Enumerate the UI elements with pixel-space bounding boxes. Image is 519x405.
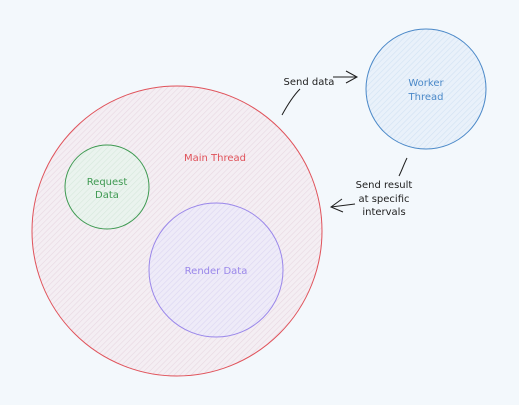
- send-result-label-line-1: Send result: [356, 180, 413, 191]
- worker-thread-circle: [365, 28, 487, 150]
- send-result-connector: [398, 157, 408, 177]
- send-data-connector: [281, 88, 301, 116]
- render-data-label: Render Data: [185, 266, 248, 277]
- worker-thread-label-line-2: Thread: [408, 92, 444, 103]
- request-data-label-line-2: Data: [95, 190, 119, 201]
- send-data-arrow: [333, 70, 359, 84]
- request-data-circle: [64, 144, 150, 230]
- worker-thread-label-line-1: Worker: [408, 78, 444, 89]
- main-thread-label: Main Thread: [184, 153, 246, 164]
- send-result-label-line-2: at specific: [358, 194, 409, 205]
- send-result-label-line-3: intervals: [362, 207, 405, 218]
- send-result-arrow: [329, 198, 356, 213]
- request-data-label-line-1: Request: [87, 177, 128, 188]
- send-data-label: Send data: [284, 77, 335, 88]
- render-data-circle: [148, 202, 284, 338]
